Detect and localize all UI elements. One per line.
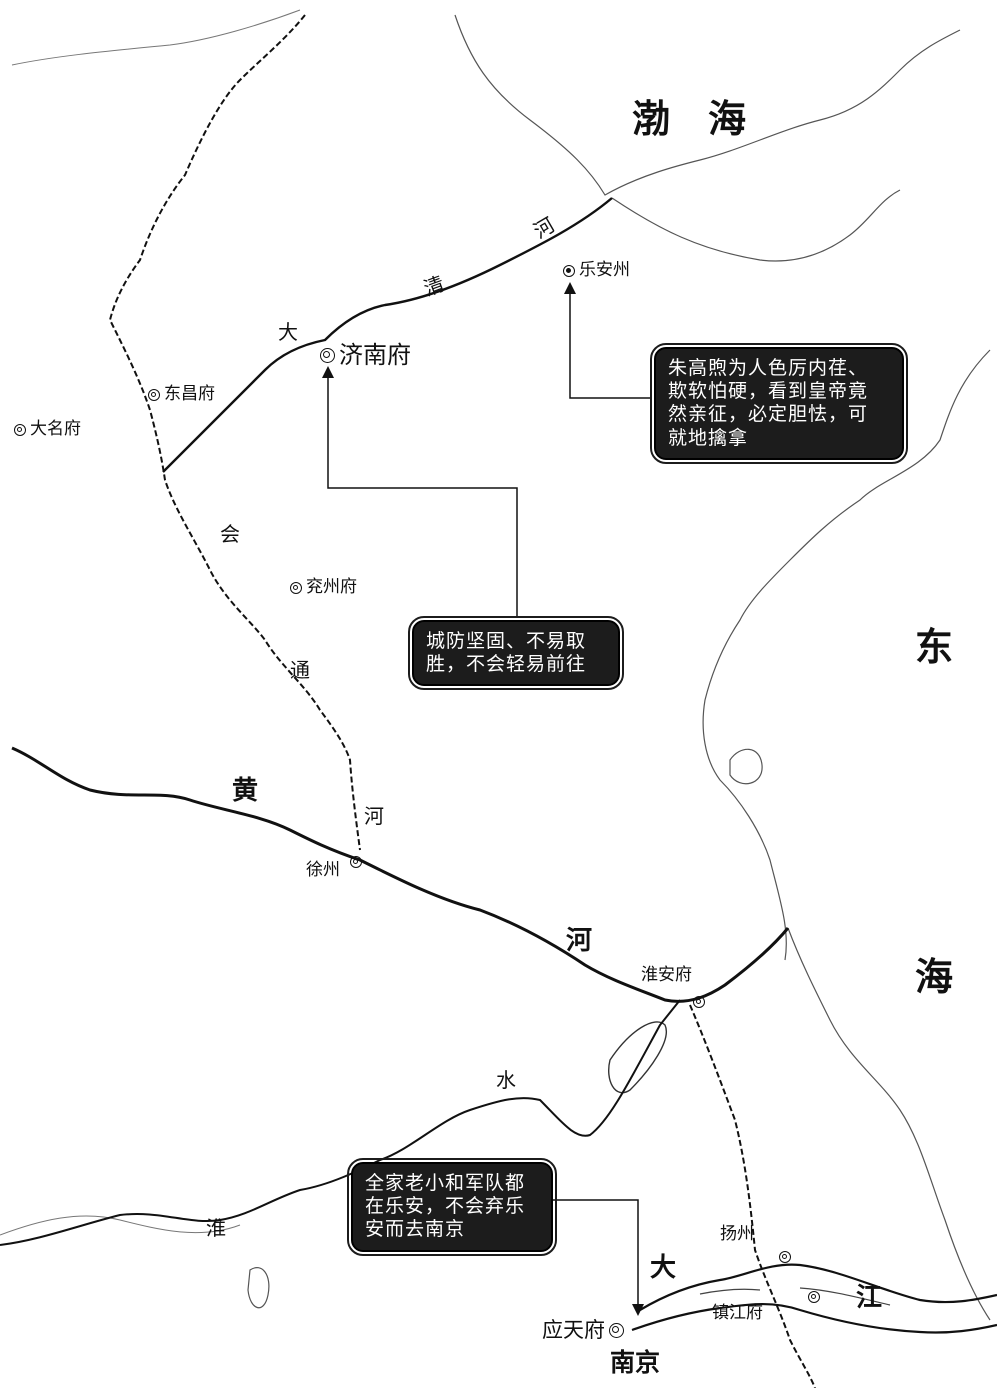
city-label: 大名府 <box>30 419 81 439</box>
city-marker-icon <box>779 1251 792 1263</box>
city-marker-icon <box>148 388 160 401</box>
city-label: 扬州 <box>720 1224 754 1244</box>
city-label: 应天府 <box>542 1318 605 1342</box>
city-xuzhou: 徐州 <box>306 862 340 879</box>
island <box>729 748 763 785</box>
arrow-nanjing <box>553 1199 644 1316</box>
huai-river-char-2: 淮 <box>206 1216 226 1240</box>
yellow-river-char-2: 河 <box>566 926 593 956</box>
city-marker-icon <box>320 347 335 363</box>
arrow-le-an <box>564 282 652 399</box>
daqing-river-char-1: 大 <box>278 320 298 344</box>
coastline <box>454 14 991 1321</box>
yangtze-river-char-1: 大 <box>650 1253 677 1283</box>
huitong-canal <box>108 14 361 851</box>
city-marker-icon <box>350 856 362 868</box>
yellow-river <box>11 746 790 1003</box>
city-le-an: 乐安州 <box>563 262 630 279</box>
east-sea-label-1: 东 <box>915 624 954 669</box>
nanjing-label: 南京 <box>610 1348 661 1377</box>
city-huaian: 淮安府 <box>641 967 692 984</box>
city-marker-icon <box>563 264 575 277</box>
huai-river-char-1: 水 <box>496 1068 516 1092</box>
yangtze-river <box>639 1263 997 1311</box>
city-label: 淮安府 <box>641 965 692 985</box>
hongze-lake <box>608 1021 667 1094</box>
yangtze-river-char-2: 江 <box>856 1283 883 1313</box>
city-label: 乐安州 <box>579 260 630 280</box>
city-marker-icon <box>808 1291 821 1303</box>
island <box>247 1267 270 1309</box>
city-marker-icon <box>290 581 302 594</box>
city-daming: 大名府 <box>14 421 81 438</box>
city-jinan: 济南府 <box>320 343 411 367</box>
city-label: 镇江府 <box>712 1303 763 1323</box>
yellow-river-char-1: 黄 <box>232 776 259 806</box>
note-jinan: 城防坚固、不易取 胜，不会轻易前往 <box>408 615 624 691</box>
city-dongchang: 东昌府 <box>148 386 215 403</box>
east-sea-label-2: 海 <box>915 954 954 999</box>
city-yanzhou: 兖州府 <box>290 579 357 596</box>
city-label: 徐州 <box>306 860 340 880</box>
city-marker-icon <box>14 423 26 436</box>
city-label: 济南府 <box>339 341 411 369</box>
city-label: 东昌府 <box>164 384 215 404</box>
border-line <box>11 9 301 66</box>
city-label: 兖州府 <box>306 577 357 597</box>
city-zhenjiang: 镇江府 <box>712 1305 763 1322</box>
note-nanjing: 全家老小和军队都 在乐安，不会弃乐 安而去南京 <box>347 1158 557 1256</box>
note-le-an: 朱高煦为人色厉内荏、 欺软怕硬，看到皇帝竟 然亲征，必定胆怯，可 就地擒拿 <box>650 343 908 464</box>
city-yangzhou: 扬州 <box>720 1226 754 1243</box>
city-yingtian: 应天府 <box>542 1320 624 1341</box>
yangtze-river <box>699 1287 891 1306</box>
huitong-canal-char-2: 通 <box>290 658 310 682</box>
huitong-canal-char-3: 河 <box>364 804 384 828</box>
city-marker-icon <box>609 1323 624 1338</box>
grand-canal-south <box>689 1004 816 1388</box>
bohai-sea-label: 渤 海 <box>632 96 747 141</box>
daqing-river <box>162 197 613 473</box>
huai-river <box>0 999 681 1246</box>
yangtze-river <box>631 1303 997 1334</box>
city-marker-icon <box>693 996 706 1008</box>
border-line <box>0 1215 241 1236</box>
arrow-jinan <box>322 366 518 618</box>
huitong-canal-char-1: 会 <box>220 522 240 546</box>
